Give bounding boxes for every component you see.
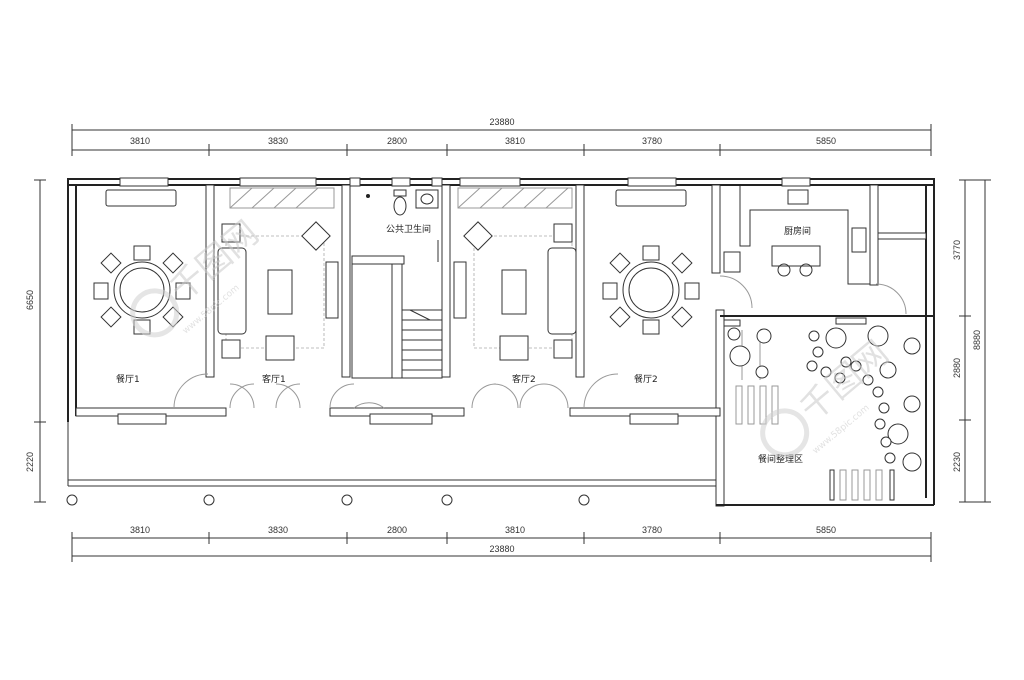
left-dim-seg-1: 6650 [25,290,35,310]
bottom-dim-seg-5: 3780 [642,525,662,535]
bottom-dim-seg-2: 3830 [268,525,288,535]
top-dim-seg-3: 2800 [387,136,407,146]
bottom-dim-seg-1: 3810 [130,525,150,535]
room-label-dining2: 餐厅2 [634,373,658,385]
bottom-dim-seg-3: 2800 [387,525,407,535]
doors [173,275,907,409]
watermark-logo-left [130,288,180,338]
top-total-dim: 23880 [489,117,514,127]
room-label-public-wc: 公共卫生间 [386,223,431,235]
bottom-dim-seg-6: 5850 [816,525,836,535]
right-dim-seg-1: 3770 [952,240,962,260]
top-dim-seg-2: 3830 [268,136,288,146]
right-dim-seg-3: 2230 [952,452,962,472]
interior-walls [75,184,934,507]
column-4 [441,494,453,506]
right-dimension-group: 3770 2880 2230 8880 [952,179,991,503]
column-2 [203,494,215,506]
watermark-logo-right [760,408,810,458]
top-dim-seg-6: 5850 [816,136,836,146]
right-total-dim: 8880 [972,330,982,350]
top-dimension-group: 23880 3810 3830 2800 3810 3780 5850 [71,117,932,156]
garden-plants [727,325,922,472]
room-label-kitchen: 厨房间 [784,225,811,237]
garden-area [723,317,922,501]
dining-table-2 [602,189,700,335]
room-label-living1: 客厅1 [262,373,286,385]
column-1 [66,494,78,506]
top-dim-seg-1: 3810 [130,136,150,146]
column-5 [578,494,590,506]
top-dim-seg-5: 3780 [642,136,662,146]
bottom-dimension-group: 3810 3830 2800 3810 3780 5850 23880 [71,525,932,562]
staircase [351,263,443,379]
column-3 [341,494,353,506]
bottom-total-dim: 23880 [489,544,514,554]
room-label-living2: 客厅2 [512,373,536,385]
kitchen-fixtures [723,186,870,285]
bottom-dim-seg-4: 3810 [505,525,525,535]
living-room-1-furniture [217,187,339,361]
watermark-brand-right: 千图网 [793,333,897,429]
top-dim-seg-4: 3810 [505,136,525,146]
left-dimension-group: 6650 2220 [25,179,46,503]
porch [66,422,716,506]
room-label-dining1: 餐厅1 [116,373,140,385]
left-dim-seg-2: 2220 [25,452,35,472]
public-wc-fixtures [366,189,439,262]
living-room-2-furniture [453,187,577,361]
right-dim-seg-2: 2880 [952,358,962,378]
